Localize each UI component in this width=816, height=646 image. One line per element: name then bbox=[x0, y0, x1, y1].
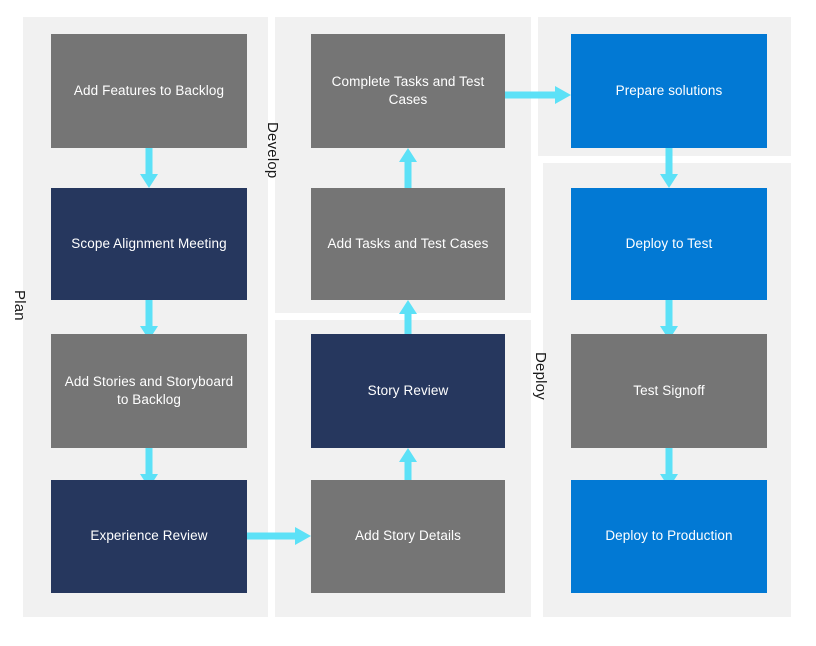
arrow-experience-review-to-add-story-details bbox=[247, 527, 311, 545]
arrow-scope-alignment-to-add-stories bbox=[140, 300, 158, 340]
lane-label-develop: Develop bbox=[264, 122, 281, 179]
arrow-add-tasks-to-complete-tasks bbox=[399, 148, 417, 188]
arrow-test-signoff-to-deploy-to-production bbox=[660, 448, 678, 488]
arrow-add-stories-to-experience-review bbox=[140, 448, 158, 488]
node-deploy-to-production[interactable]: Deploy to Production bbox=[571, 480, 767, 593]
node-add-story-details[interactable]: Add Story Details bbox=[311, 480, 505, 593]
node-complete-tasks-and-test-cases[interactable]: Complete Tasks and Test Cases bbox=[311, 34, 505, 148]
node-add-stories-and-storyboard[interactable]: Add Stories and Storyboard to Backlog bbox=[51, 334, 247, 448]
node-experience-review[interactable]: Experience Review bbox=[51, 480, 247, 593]
node-test-signoff[interactable]: Test Signoff bbox=[571, 334, 767, 448]
arrow-deploy-to-test-to-test-signoff bbox=[660, 300, 678, 340]
node-deploy-to-test[interactable]: Deploy to Test bbox=[571, 188, 767, 300]
arrow-story-review-to-add-tasks bbox=[399, 300, 417, 340]
lane-label-deploy: Deploy bbox=[532, 352, 549, 400]
node-add-tasks-and-test-cases[interactable]: Add Tasks and Test Cases bbox=[311, 188, 505, 300]
node-scope-alignment-meeting[interactable]: Scope Alignment Meeting bbox=[51, 188, 247, 300]
node-add-features-to-backlog[interactable]: Add Features to Backlog bbox=[51, 34, 247, 148]
arrow-add-story-details-to-story-review bbox=[399, 448, 417, 488]
arrow-add-features-to-scope-alignment bbox=[140, 148, 158, 188]
arrow-prepare-solutions-to-deploy-to-test bbox=[660, 148, 678, 188]
lane-label-plan: Plan bbox=[11, 290, 28, 321]
node-story-review[interactable]: Story Review bbox=[311, 334, 505, 448]
arrow-complete-tasks-to-prepare-solutions bbox=[505, 86, 571, 104]
node-prepare-solutions[interactable]: Prepare solutions bbox=[571, 34, 767, 148]
